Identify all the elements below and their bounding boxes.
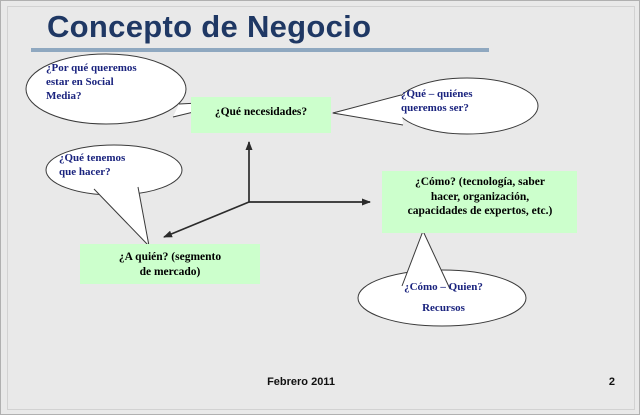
box-needs <box>191 97 331 133</box>
box-how-line-1: ¿Cómo? (tecnología, saber <box>415 176 545 188</box>
bubble-what-to-do-line-2: que hacer? <box>59 166 111 179</box>
bubble-how-who-line-1: ¿Cómo – Quien? <box>404 281 483 293</box>
box-needs-text: ¿Qué necesidades? <box>191 105 331 120</box>
box-how-text: ¿Cómo? (tecnología, saber hacer, organiz… <box>386 175 574 219</box>
title-underline-rule <box>31 48 489 52</box>
bubble-what-who-line-1: ¿Qué – quiénes <box>401 88 473 100</box>
footer-page-number: 2 <box>608 376 615 388</box>
box-needs-line-1: ¿Qué necesidades? <box>214 106 308 118</box>
box-how-line-3: capacidades de expertos, etc.) <box>407 205 553 218</box>
bubble-why-text: ¿Por qué queremos estar en Social Media? <box>46 61 176 103</box>
footer-date: Febrero 2011 <box>267 376 335 388</box>
bubble-why-line-2: estar en Social <box>46 76 114 89</box>
page-title: Concepto de Negocio <box>47 9 372 44</box>
box-segment-line-2: de mercado) <box>139 265 201 278</box>
bubble-why-line-1: ¿Por qué queremos <box>46 62 137 74</box>
box-how <box>382 171 577 233</box>
bubble-how-who-text: ¿Cómo – Quien? Recursos <box>371 280 516 315</box>
bubble-what-to-do-line-1: ¿Qué tenemos <box>59 152 126 164</box>
bubble-how-who-line-2: Recursos <box>422 302 465 315</box>
bubble-why-line-3: Media? <box>46 90 82 103</box>
bubble-what-to-do-text: ¿Qué tenemos que hacer? <box>59 151 179 179</box>
box-segment-text: ¿A quién? (segmento de mercado) <box>81 250 259 279</box>
bubble-what-who <box>332 77 539 135</box>
bubble-what-who-text: ¿Qué – quiénes queremos ser? <box>401 87 531 115</box>
bubble-what-who-line-2: queremos ser? <box>401 102 469 115</box>
box-segment-line-1: ¿A quién? (segmento <box>118 251 222 263</box>
arrow-down-left-to-segment <box>163 201 250 238</box>
bubble-what-to-do <box>45 144 183 248</box>
box-how-line-2: hacer, organización, <box>430 190 530 203</box>
bubble-how-who-resources <box>357 229 527 327</box>
box-segment <box>80 244 260 284</box>
